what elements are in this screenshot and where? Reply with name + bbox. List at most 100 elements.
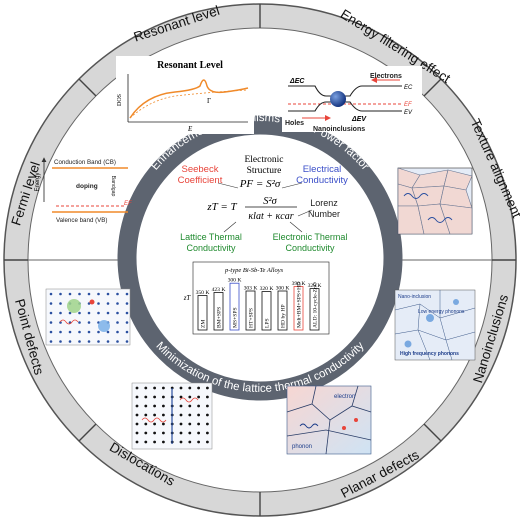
lattice-atom — [59, 292, 62, 296]
electrons-label: Electrons — [370, 73, 402, 80]
lattice-atom — [125, 321, 129, 324]
bar-category-7: ALD: 10-cycle-ZnO — [313, 282, 319, 328]
lattice-atom — [135, 422, 139, 426]
bar-5 — [277, 290, 288, 331]
lattice-atom — [78, 311, 81, 315]
fermi-energy-label: Energy — [35, 172, 41, 191]
nanoinclusions-panel: Nano-inclusion Low energy phonons High f… — [394, 289, 476, 361]
point-defects-panel — [45, 288, 131, 346]
lattice-atom — [125, 302, 129, 305]
dos-label: DOS — [117, 94, 123, 106]
vb-label: Valence band (VB) — [56, 217, 107, 224]
lattice-atom — [206, 395, 209, 399]
lattice-atom — [153, 440, 157, 444]
lattice-atom — [116, 330, 119, 334]
lattice-l2: Conductivity — [186, 243, 236, 253]
electronic-structure-l2: Structure — [247, 166, 282, 176]
center-equations: Electronic Structure Seebeck Coefficient… — [178, 155, 348, 253]
lorenz-l1: Lorenz — [310, 198, 338, 208]
doping-label: doping — [76, 183, 98, 190]
lattice-atom — [68, 311, 72, 315]
nano-l2: Low energy phonons — [418, 309, 465, 315]
seebeck-l2: Coefficient — [178, 175, 223, 186]
bar-category-3: HT+SPS — [249, 308, 255, 328]
energy-filtering-panel: Electrons Holes Nanoinclusions ΔEC ΔEV E… — [282, 66, 422, 133]
lattice-atom — [125, 292, 129, 296]
lattice-atom — [106, 311, 110, 315]
lattice-atom — [153, 404, 157, 408]
lattice-atom — [188, 431, 192, 435]
lattice-atom — [49, 321, 53, 324]
bar-category-0: ZM — [201, 320, 207, 328]
lattice-atom — [49, 340, 53, 343]
seebeck-l1: Seebeck — [182, 164, 219, 175]
lattice-atom — [135, 386, 139, 390]
bar-0 — [197, 295, 208, 331]
lattice-atom — [87, 330, 91, 334]
lattice-atom — [97, 302, 100, 305]
zt-lhs: zT = T — [206, 201, 237, 213]
lattice-atom — [197, 431, 201, 435]
lattice-atom — [197, 422, 201, 426]
lattice-atom — [78, 340, 81, 343]
ef-label: EF — [404, 102, 412, 108]
lattice-atom — [68, 340, 72, 343]
lattice-atom — [162, 413, 165, 417]
lattice-atom — [116, 302, 119, 305]
lattice-atom — [97, 311, 100, 315]
lattice-atom — [125, 311, 129, 315]
nano-l3: High frequency phonons — [400, 351, 459, 357]
nano-label: Nanoinclusions — [313, 126, 365, 133]
lattice-atom — [59, 311, 62, 315]
lattice-atom — [125, 340, 129, 343]
electron-label: electron — [334, 394, 355, 400]
lattice-atom — [49, 311, 53, 315]
lattice-atom — [162, 422, 165, 426]
lattice-atom — [179, 431, 183, 435]
lattice-atom — [206, 386, 209, 390]
bar-category-1: BM+SPS — [217, 307, 223, 328]
lattice-atom — [78, 330, 81, 334]
bar-2 — [229, 282, 240, 331]
dislocations-panel — [131, 382, 213, 450]
phonon-label: phonon — [292, 444, 312, 450]
lattice-atom — [49, 330, 53, 334]
lattice-atom — [162, 440, 165, 444]
chart-title: p-type Bi-Sb-Te Alloys — [224, 267, 284, 274]
texture-alignment-panel — [397, 167, 473, 235]
bar-temp-5: 300 K — [276, 286, 290, 292]
lattice-atom — [179, 395, 183, 399]
lattice-atom — [87, 340, 91, 343]
lattice-atom — [153, 386, 157, 390]
ec-label: EC — [404, 85, 413, 91]
lattice-atom — [188, 386, 192, 390]
dos-curve — [129, 79, 249, 119]
lattice-atom — [197, 440, 201, 444]
lattice-atom — [188, 395, 192, 399]
lattice-atom — [135, 404, 139, 408]
lattice-atom — [87, 292, 91, 296]
bar-temp-7: 329 K — [308, 283, 322, 289]
lattice-atom — [144, 413, 148, 417]
bar-category-2: MS+SPS — [233, 307, 239, 328]
lattice-atom — [78, 292, 81, 296]
lattice-atom — [87, 311, 91, 315]
lattice-atom — [179, 413, 183, 417]
lattice-atom — [116, 340, 119, 343]
lattice-atom — [144, 386, 148, 390]
electronic-thermal-l2: Conductivity — [285, 243, 335, 253]
lattice-atom — [153, 422, 157, 426]
zt-numerator: S²σ — [263, 196, 277, 207]
lattice-atom — [144, 422, 148, 426]
resonant-title: Resonant Level — [157, 60, 223, 71]
lattice-atom — [162, 431, 165, 435]
lattice-atom — [68, 292, 72, 296]
lattice-atom — [135, 395, 139, 399]
ev-label: EV — [404, 110, 413, 116]
energy-label: E — [187, 125, 193, 133]
lattice-atom — [144, 404, 148, 408]
lattice-atom — [188, 440, 192, 444]
lattice-atom — [188, 422, 192, 426]
lattice-atom — [197, 395, 201, 399]
